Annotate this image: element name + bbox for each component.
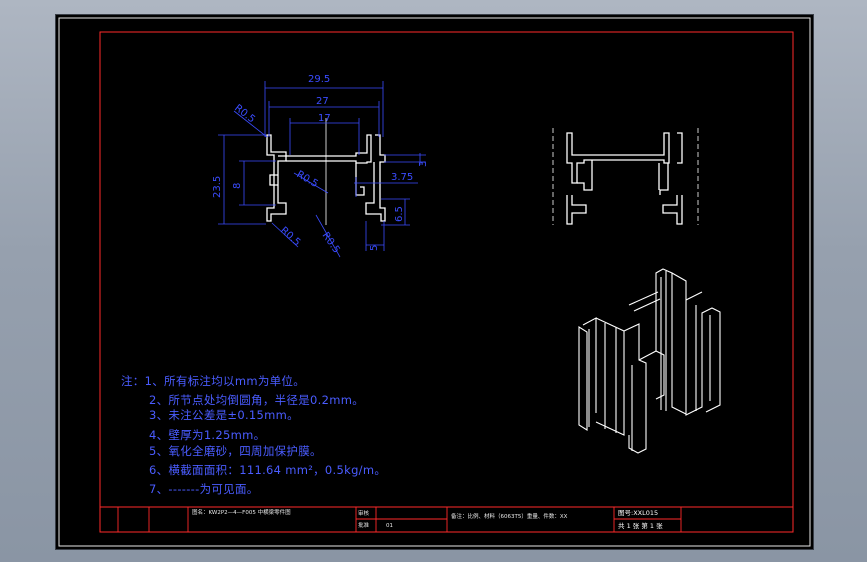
dim-17: 17 [318,113,331,124]
dim-6-5: 6.5 [394,206,405,222]
title-drawing-name: 图名：KW2P2—4—F005 中横梁零件图 [192,508,291,516]
note-4: 4、壁厚为1.25mm。 [149,428,265,442]
drawing-sheet: 29.5 27 17 R0.5 23.5 8 R0.5 3 3.75 6.5 5… [55,14,814,550]
note-5: 5、氧化全磨砂，四周加保护膜。 [149,444,322,458]
title-approved: 批准 [358,521,370,529]
dim-23-5: 23.5 [212,176,223,198]
dim-r05-bottom-center: R0.5 [320,230,342,255]
section-view-plain [552,128,699,225]
note-3: 3、未注公差是±0.15mm。 [149,408,299,422]
title-checked: 审核 [358,509,370,517]
outer-frame [58,17,811,547]
dim-3-75: 3.75 [391,172,413,183]
note-6: 6、横截面面积：111.64 mm²，0.5kg/m。 [149,463,386,477]
dim-r05-bottom-left: R0.5 [278,225,302,248]
title-sheet-count: 共 1 张 第 1 张 [618,521,663,530]
note-7: 7、-------为可见面。 [149,482,259,496]
dim-r05-mid: R0.5 [295,169,320,190]
dim-r05-top-left: R0.5 [232,103,257,126]
note-2: 2、所节点处均倒圆角，半径是0.2mm。 [149,393,364,407]
title-block: 图名：KW2P2—4—F005 中横梁零件图 审核 批准 01 备注：比例、材料… [100,506,793,532]
dim-5: 5 [369,245,380,251]
dim-27: 27 [316,96,329,107]
dim-3: 3 [418,161,429,167]
dimension-lines [218,81,426,258]
title-drawing-code: 图号:XXL015 [618,509,658,517]
dim-29-5: 29.5 [308,74,330,85]
inner-frame [99,31,794,533]
title-approved-value: 01 [386,523,393,529]
title-remark: 备注：比例、材料（6063T5）重量、件数：XX [451,512,568,520]
notes-block: 注：1、所有标注均以mm为单位。 2、所节点处均倒圆角，半径是0.2mm。 3、… [121,374,386,496]
note-1: 注：1、所有标注均以mm为单位。 [121,374,305,388]
cad-drawing: 29.5 27 17 R0.5 23.5 8 R0.5 3 3.75 6.5 5… [58,17,811,547]
dim-8: 8 [232,183,243,189]
section-view [266,118,386,225]
isometric-view [578,268,721,454]
